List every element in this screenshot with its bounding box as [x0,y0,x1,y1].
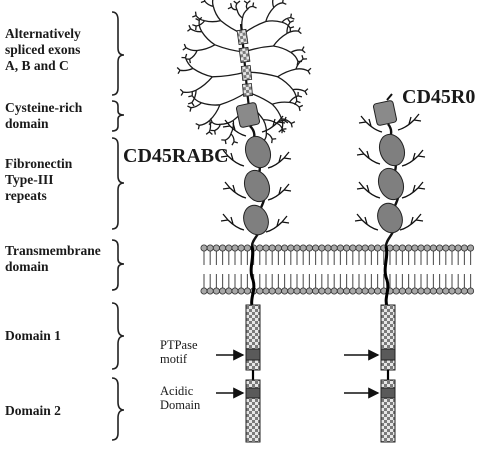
bracket-fibronectin [111,137,125,230]
fn-repeat-2-left [243,169,271,203]
fn-repeat-2-right [377,167,405,201]
label-transmembrane: Transmembrane domain [5,243,101,274]
label-cysteine-rich: Cysteine-rich domain [5,100,83,131]
isoform-left-protein [220,23,292,443]
transmembrane-left [249,245,256,307]
label-spliced-exons: Alternatively spliced exons A, B and C [5,26,81,73]
bracket-domain2 [111,377,125,441]
label-domain2: Domain 2 [5,403,61,418]
label-acidic-domain: Acidic Domain [160,384,201,412]
transmembrane-right [383,245,390,307]
spliced-exon-segments [236,28,253,97]
cysteine-rich-box-left [235,102,261,128]
motif-arrows [216,349,380,399]
ptpase-motif-left [245,348,261,361]
fn-repeat-1-left [244,135,272,169]
fn-repeat-1-right [378,133,406,167]
bracket-domain1 [111,302,125,370]
lipid-bilayer [200,244,475,295]
bracket-spliced-exons [111,11,125,96]
cysteine-rich-box-right [372,100,398,126]
acidic-domain-left [245,387,261,399]
glycans-left [220,115,292,233]
bracket-transmembrane [111,239,125,291]
bracket-cysteine-rich [111,100,125,132]
label-isoform-right: CD45R0 [402,86,476,108]
fn-repeat-3-left [243,204,269,236]
isoform-right-protein [354,93,426,443]
fn-repeat-3-right [377,202,403,234]
label-domain1: Domain 1 [5,328,61,343]
label-ptpase-motif: PTPase motif [160,338,198,366]
ptpase-motif-right [380,348,396,361]
region-brackets [111,11,125,441]
glycans-right [354,113,426,231]
label-fibronectin: Fibronectin Type-III repeats [5,156,73,203]
label-isoform-left: CD45RABC [123,145,229,167]
acidic-domain-right [380,387,396,399]
